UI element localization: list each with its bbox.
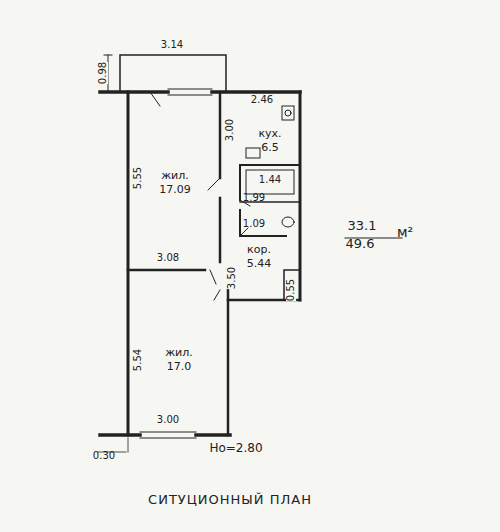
dimension-label: м² <box>397 225 413 239</box>
plan-caption: СИТУЦИОННЫЙ ПЛАН <box>148 492 312 507</box>
dimension-label: 3.50 <box>227 267 237 289</box>
dimension-label: 2.46 <box>251 95 273 105</box>
room-label: жил. 17.09 <box>153 169 197 197</box>
dimension-label: 3.14 <box>161 40 183 50</box>
room-area: жил. 17.09 <box>132 135 218 230</box>
dimension-label: 3.08 <box>157 253 179 263</box>
dimension-label: 1.09 <box>243 219 265 229</box>
dimension-label: 0.30 <box>93 451 115 461</box>
dimension-label: 3.00 <box>225 119 235 141</box>
dimension-label: 5.55 <box>133 167 143 189</box>
room-area: жил. 17.0 <box>132 312 226 407</box>
dimension-label: 0.55 <box>286 279 296 301</box>
dimension-label: 33.1 <box>348 219 377 232</box>
room-label: жил. 17.0 <box>157 346 201 374</box>
dimension-label: Но=2.80 <box>209 442 262 454</box>
room-label: кор. 5.44 <box>237 243 281 271</box>
dimension-label: 49.6 <box>346 237 375 250</box>
dimension-label: 5.54 <box>133 349 143 371</box>
room-label: кух. 6.5 <box>248 127 292 155</box>
dimension-label: 0.98 <box>98 62 108 84</box>
room-area: кор. 5.44 <box>234 240 284 274</box>
room-area: кух. 6.5 <box>242 122 298 160</box>
dimension-label: 1.44 <box>259 175 281 185</box>
dimension-label: 1.99 <box>243 193 265 203</box>
dimension-label: 3.00 <box>157 415 179 425</box>
